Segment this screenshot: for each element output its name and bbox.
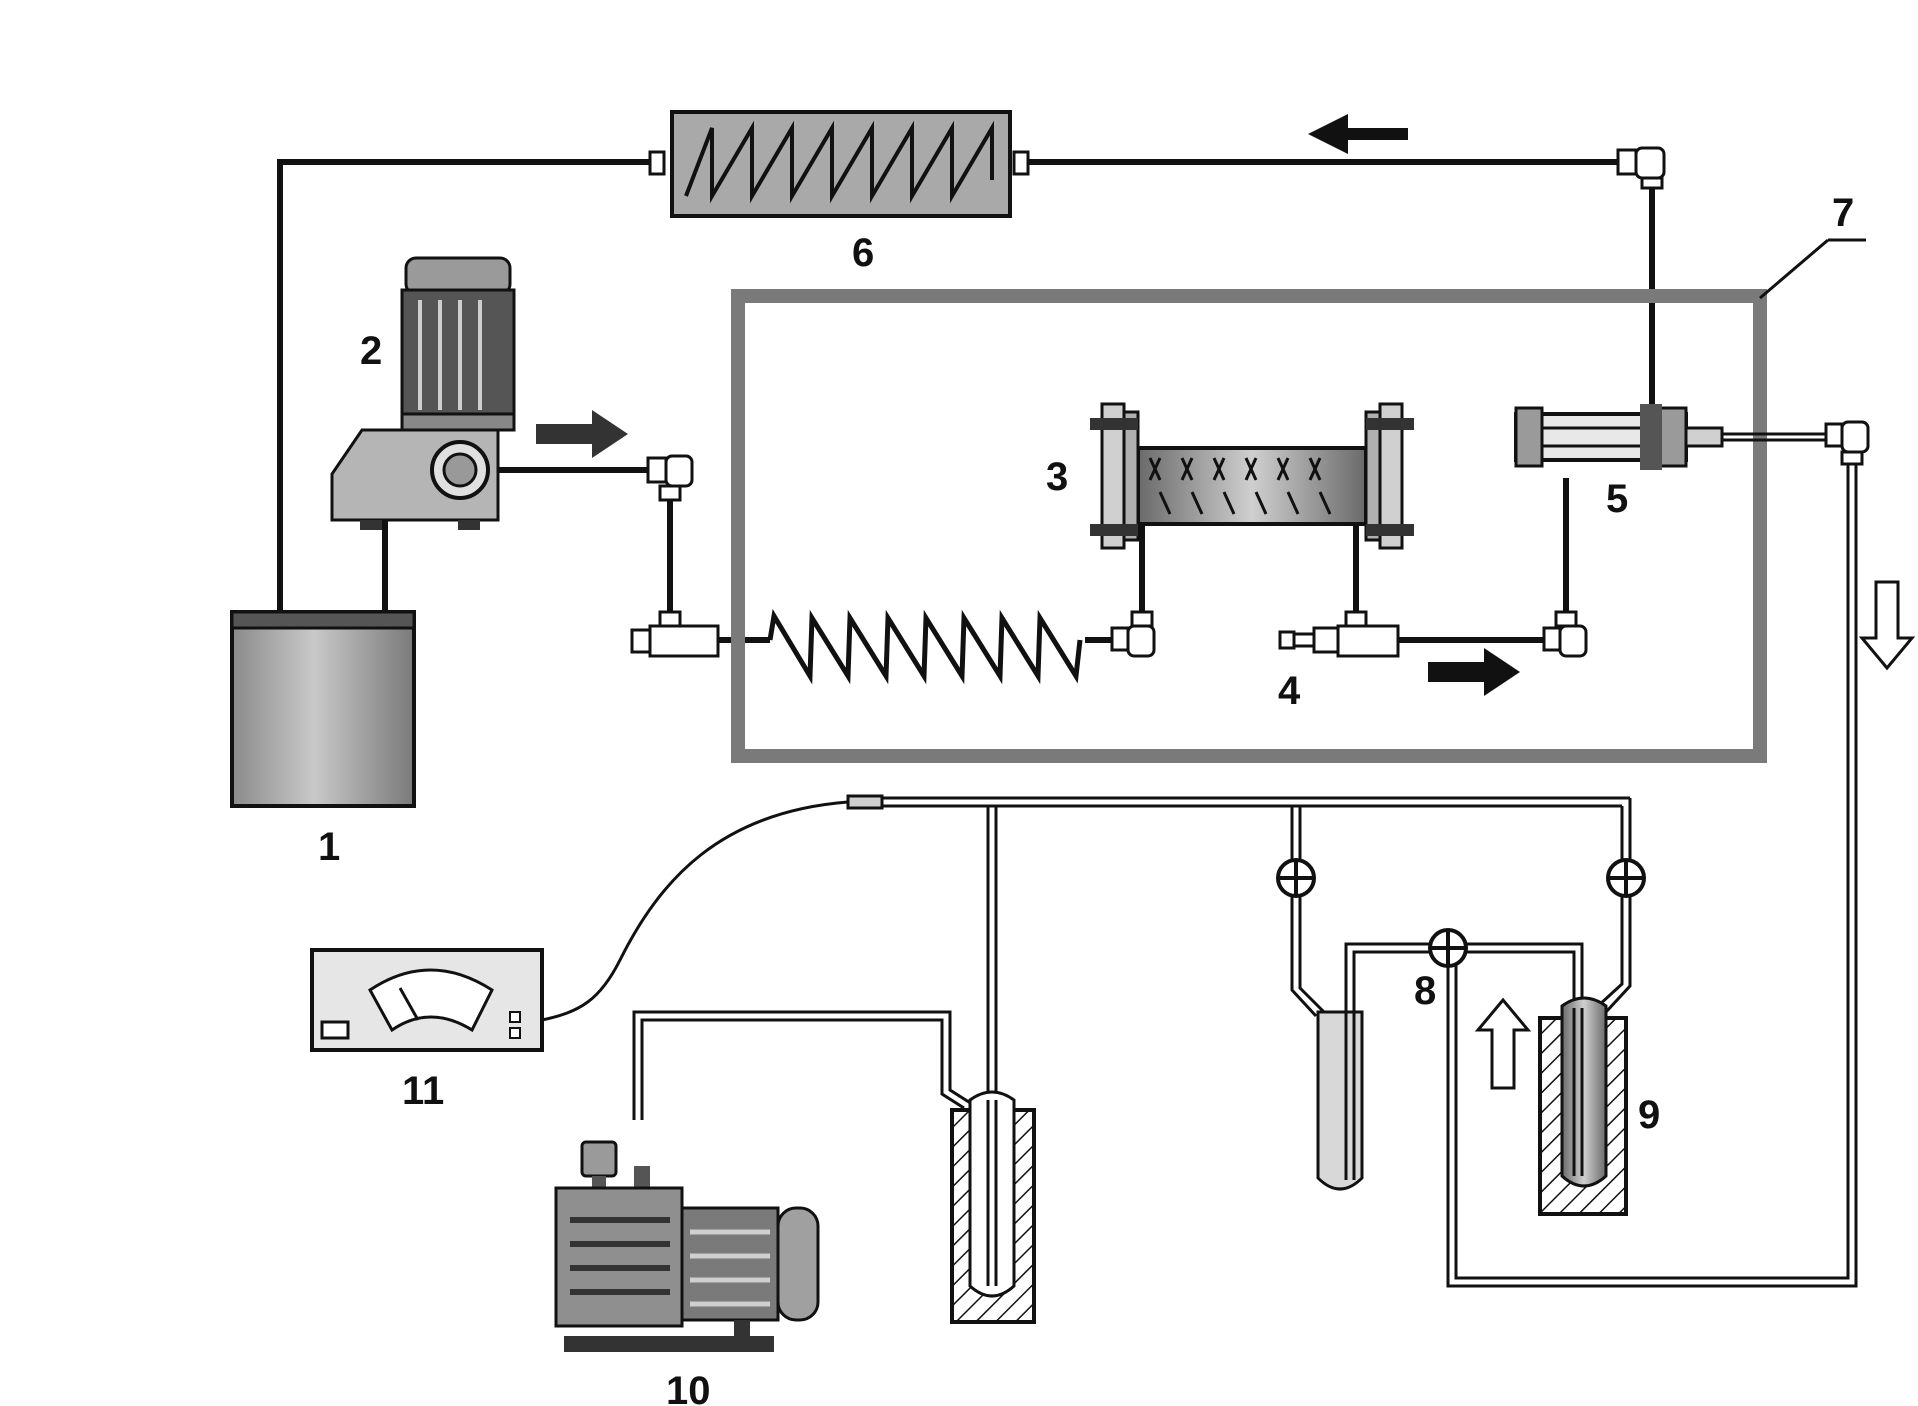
- sample-tube: [1318, 1012, 1362, 1189]
- tee-fitting-4: [1280, 612, 1398, 656]
- label-5: 5: [1606, 477, 1628, 521]
- flow-arrow-icon-up: [1478, 1000, 1528, 1088]
- label-2: 2: [360, 329, 382, 373]
- condenser-5: [1516, 404, 1722, 470]
- label-1: 1: [318, 825, 340, 869]
- preheat-coil: [770, 616, 1080, 676]
- elbow-fitting-pump: [648, 456, 692, 500]
- gas-line-network: [634, 798, 1630, 1120]
- label-8: 8: [1414, 969, 1436, 1013]
- tee-fitting-inlet: [632, 612, 718, 656]
- vacuum-pump-10: [556, 1142, 818, 1352]
- pump-2: [332, 258, 514, 530]
- label-9: 9: [1638, 1093, 1660, 1137]
- flow-arrow-icon-pump: [536, 410, 628, 458]
- label-10: 10: [666, 1369, 711, 1406]
- valve-icon-left: [1278, 860, 1314, 896]
- elbow-fitting-top: [1618, 148, 1664, 188]
- flow-arrow-icon-down: [1862, 582, 1912, 668]
- label-3: 3: [1046, 455, 1068, 499]
- storage-tank-1: [232, 612, 414, 806]
- flow-arrow-icon-mid: [1428, 648, 1520, 696]
- label-6: 6: [852, 231, 874, 275]
- gauge-cable: [542, 802, 848, 1020]
- valve-8: [1430, 930, 1466, 966]
- elbow-fitting-to-5: [1544, 612, 1586, 656]
- elbow-fitting-reactor-in: [1112, 612, 1154, 656]
- leader-line-7: [1760, 240, 1828, 298]
- reactor-3: [1090, 404, 1414, 548]
- label-11: 11: [402, 1069, 444, 1113]
- sensor-tap: [848, 796, 882, 808]
- valve-icon-right: [1608, 860, 1644, 896]
- elbow-fitting-outlet: [1826, 422, 1868, 464]
- product-outlet-line: [1448, 434, 1856, 1286]
- pressure-gauge-11: [312, 950, 542, 1050]
- cold-trap-9: [1540, 998, 1626, 1214]
- flow-arrow-icon-top: [1308, 114, 1408, 154]
- label-7: 7: [1832, 191, 1854, 235]
- heat-exchanger-6: [650, 112, 1028, 216]
- label-4: 4: [1278, 669, 1301, 713]
- cold-trap-vacuum: [952, 1092, 1034, 1322]
